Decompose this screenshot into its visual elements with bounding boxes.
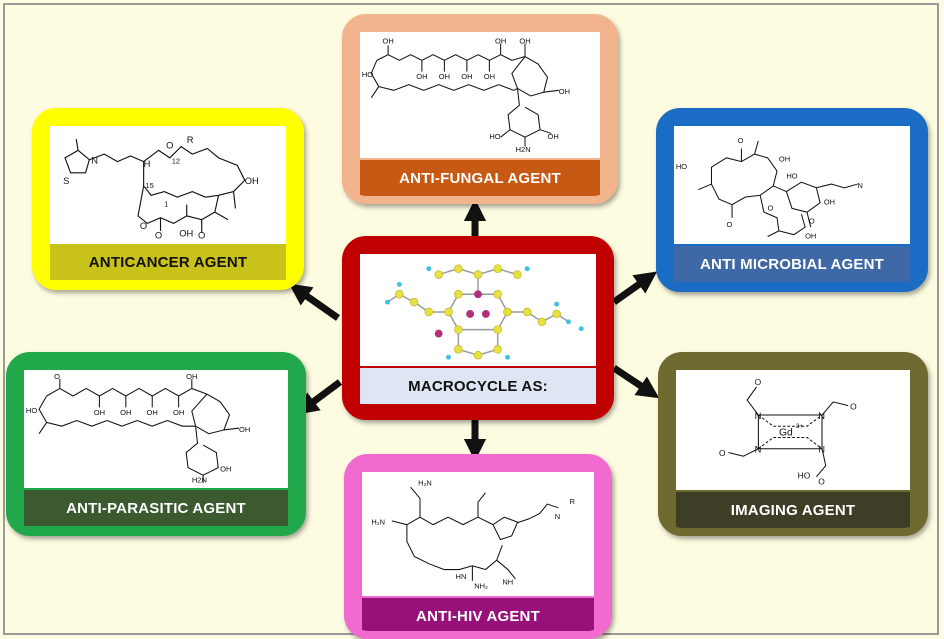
- imaging-o3: O: [719, 448, 726, 458]
- imaging-structure-image: N N N N Gd 3+ O O O O HO: [676, 370, 910, 490]
- antimicrobial-label: ANTI MICROBIAL AGENT: [674, 246, 910, 282]
- microbial-o-top: O: [738, 136, 744, 145]
- imaging-n4: N: [818, 444, 825, 454]
- fungal-ho: HO: [362, 70, 373, 79]
- imaging-charge: 3+: [796, 423, 804, 430]
- imaging-n3: N: [755, 444, 762, 454]
- atom-o-ring: O: [140, 221, 147, 231]
- atom-s: S: [63, 176, 69, 186]
- group-oh-bottom: OH: [179, 229, 193, 239]
- imaging-n1: N: [755, 411, 762, 421]
- parasitic-oh-3: OH: [147, 408, 158, 417]
- parasitic-oh-5: OH: [186, 372, 197, 381]
- fungal-oh-5: OH: [484, 72, 495, 81]
- antifungal-structure-image: OH OH OH OH OH OH OH OH HO HO H2N OH: [360, 32, 600, 158]
- microbial-n: N: [858, 181, 863, 190]
- imaging-o2: O: [850, 401, 857, 411]
- group-r: R: [187, 135, 194, 145]
- parasitic-o: O: [54, 372, 60, 381]
- antihiv-agent-card: H₂N H₂N NH₂ HN NH R N ANTI-HIV AGENT: [344, 454, 612, 639]
- antiparasitic-agent-card: O OH OH OH OH OH OH HO H2N OH ANTI-PARAS…: [6, 352, 306, 536]
- atom-o-carbonyl-right: O: [198, 230, 205, 240]
- anticancer-label: ANTICANCER AGENT: [50, 244, 286, 280]
- fungal-oh-2: OH: [416, 72, 427, 81]
- antimicrobial-agent-card: HO O OH HO OH N O O O OH ANTI MICROBIAL …: [656, 108, 928, 292]
- microbial-ho: HO: [676, 162, 687, 171]
- atom-o-epoxide: O: [166, 140, 173, 150]
- fungal-oh-8: OH: [559, 87, 570, 96]
- locant-12: 12: [172, 156, 180, 165]
- antihiv-label: ANTI-HIV AGENT: [362, 598, 594, 631]
- antifungal-agent-card: OH OH OH OH OH OH OH OH HO HO H2N OH ANT…: [342, 14, 618, 204]
- microbial-oh-1: OH: [779, 155, 790, 164]
- imaging-agent-card: N N N N Gd 3+ O O O O HO IMAGING AGENT: [658, 352, 928, 536]
- imaging-gd: Gd: [779, 428, 793, 439]
- locant-1: 1: [164, 200, 168, 209]
- parasitic-oh-4: OH: [173, 408, 184, 417]
- antifungal-label: ANTI-FUNGAL AGENT: [360, 160, 600, 196]
- microbial-oh-2: OH: [824, 198, 835, 207]
- center-label: MACROCYCLE AS:: [360, 368, 596, 404]
- hiv-nh2: NH₂: [474, 581, 488, 590]
- center-macrocycle-card: MACROCYCLE AS:: [342, 236, 614, 420]
- microbial-ho-2: HO: [786, 171, 797, 180]
- microbial-o-link: O: [768, 203, 774, 212]
- fungal-h2n: H2N: [516, 145, 531, 154]
- microbial-o-sugar: O: [809, 216, 815, 225]
- anticancer-agent-card: S N O R H 12 15 1 O OH OH O O ANTICANCER…: [32, 108, 304, 290]
- locant-15: 15: [146, 181, 154, 190]
- fungal-oh-9: OH: [548, 132, 559, 141]
- macrocycle-molecule-image: [360, 254, 596, 366]
- fungal-oh-3: OH: [439, 72, 450, 81]
- hiv-h2n-top: H₂N: [418, 478, 432, 487]
- antihiv-structure-image: H₂N H₂N NH₂ HN NH R N: [362, 472, 594, 596]
- fungal-oh-1: OH: [383, 36, 394, 45]
- parasitic-h2n: H2N: [192, 476, 207, 485]
- antiparasitic-structure-image: O OH OH OH OH OH OH HO H2N OH: [24, 370, 288, 488]
- atom-n: N: [91, 155, 98, 165]
- imaging-ho: HO: [798, 471, 811, 481]
- imaging-o4: O: [818, 476, 825, 486]
- imaging-o1: O: [755, 377, 762, 387]
- fungal-oh-4: OH: [461, 72, 472, 81]
- anticancer-structure-image: S N O R H 12 15 1 O OH OH O O: [50, 126, 286, 244]
- parasitic-oh-2: OH: [120, 408, 131, 417]
- antimicrobial-structure-image: HO O OH HO OH N O O O OH: [674, 126, 910, 244]
- parasitic-oh-6: OH: [239, 425, 250, 434]
- parasitic-ho: HO: [26, 406, 37, 415]
- imaging-label: IMAGING AGENT: [676, 492, 910, 528]
- group-oh-right: OH: [245, 176, 259, 186]
- hiv-nh: NH: [502, 578, 513, 587]
- parasitic-oh-1: OH: [94, 408, 105, 417]
- imaging-n2: N: [818, 411, 825, 421]
- hiv-r: R: [570, 497, 576, 506]
- fungal-oh-6: OH: [495, 36, 506, 45]
- hiv-n: N: [555, 512, 560, 521]
- microbial-oh-3: OH: [805, 231, 816, 240]
- microbial-o-ester: O: [726, 220, 732, 229]
- antiparasitic-label: ANTI-PARASITIC AGENT: [24, 490, 288, 526]
- parasitic-oh-7: OH: [220, 464, 231, 473]
- atom-o-carbonyl-left: O: [155, 230, 162, 240]
- hiv-h2n-left: H₂N: [371, 518, 385, 527]
- fungal-ho-2: HO: [489, 132, 500, 141]
- atom-h: H: [144, 159, 151, 169]
- fungal-oh-7: OH: [519, 36, 530, 45]
- hiv-hn: HN: [456, 572, 467, 581]
